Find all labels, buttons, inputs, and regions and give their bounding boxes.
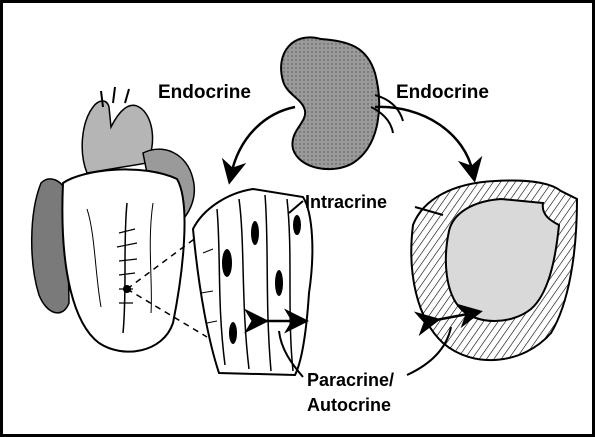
autocrine-label: Autocrine xyxy=(307,395,391,415)
endocrine-arrow-right xyxy=(375,107,473,173)
blood-vessel-icon xyxy=(411,180,577,360)
heart-icon xyxy=(32,87,195,352)
kidney-icon xyxy=(281,37,403,169)
endocrine-arrow-left xyxy=(231,107,295,175)
paracrine-label: Paracrine/ xyxy=(307,370,394,390)
muscle-fiber-icon xyxy=(193,189,312,375)
hormone-signaling-diagram: Endocrine Endocrine Intracrine Paracrine… xyxy=(3,3,592,434)
endocrine-label-right: Endocrine xyxy=(396,82,489,103)
intracrine-label: Intracrine xyxy=(305,192,387,212)
endocrine-label-left: Endocrine xyxy=(158,82,251,103)
